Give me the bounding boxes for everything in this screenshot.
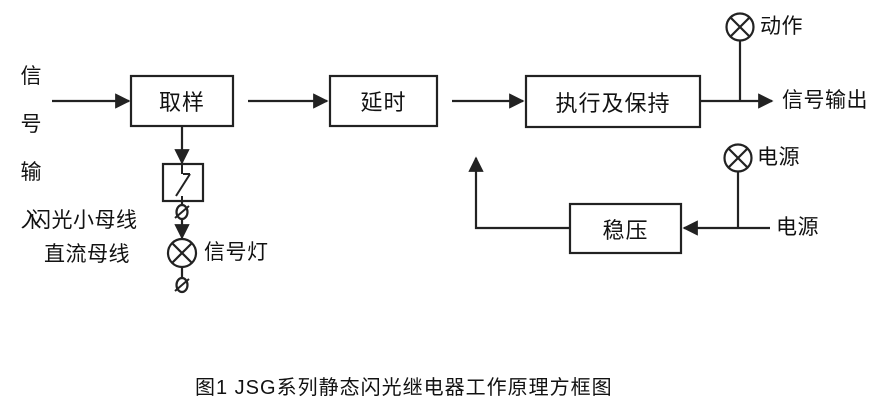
signal-input-char-1: 信	[20, 65, 42, 88]
power-input-label: 电源	[776, 216, 819, 239]
signal-input-char-4: 入	[20, 209, 42, 232]
action-lamp-cross-b	[729, 16, 751, 38]
power-lamp-cross-b	[727, 147, 749, 169]
signal-input-char-3: 输	[20, 161, 42, 184]
terminal-upper-slash	[174, 205, 190, 219]
action-lamp-label: 动作	[760, 15, 803, 38]
signal-lamp-label: 信号灯	[204, 241, 269, 264]
figure-caption: 图1 JSG系列静态闪光继电器工作原理方框图	[195, 377, 613, 399]
feedback-path-regulator-to-execute	[468, 156, 570, 230]
terminal-lower-slash	[174, 278, 190, 292]
signal-input-label: 信 号 输 入	[16, 53, 46, 245]
signal-output-label: 信号输出	[782, 89, 868, 112]
power-lamp-label: 电源	[757, 146, 800, 169]
block-regulator	[568, 202, 683, 255]
flash-bus-label: 闪光小母线	[30, 209, 138, 232]
relay-contact-blade	[175, 173, 191, 197]
signal-input-char-2: 号	[20, 113, 42, 136]
block-sampling	[129, 74, 235, 128]
dc-bus-label: 直流母线	[44, 243, 130, 266]
block-delay	[328, 74, 439, 128]
block-execute-hold	[524, 74, 702, 129]
signal-lamp-cross-b	[171, 242, 193, 264]
